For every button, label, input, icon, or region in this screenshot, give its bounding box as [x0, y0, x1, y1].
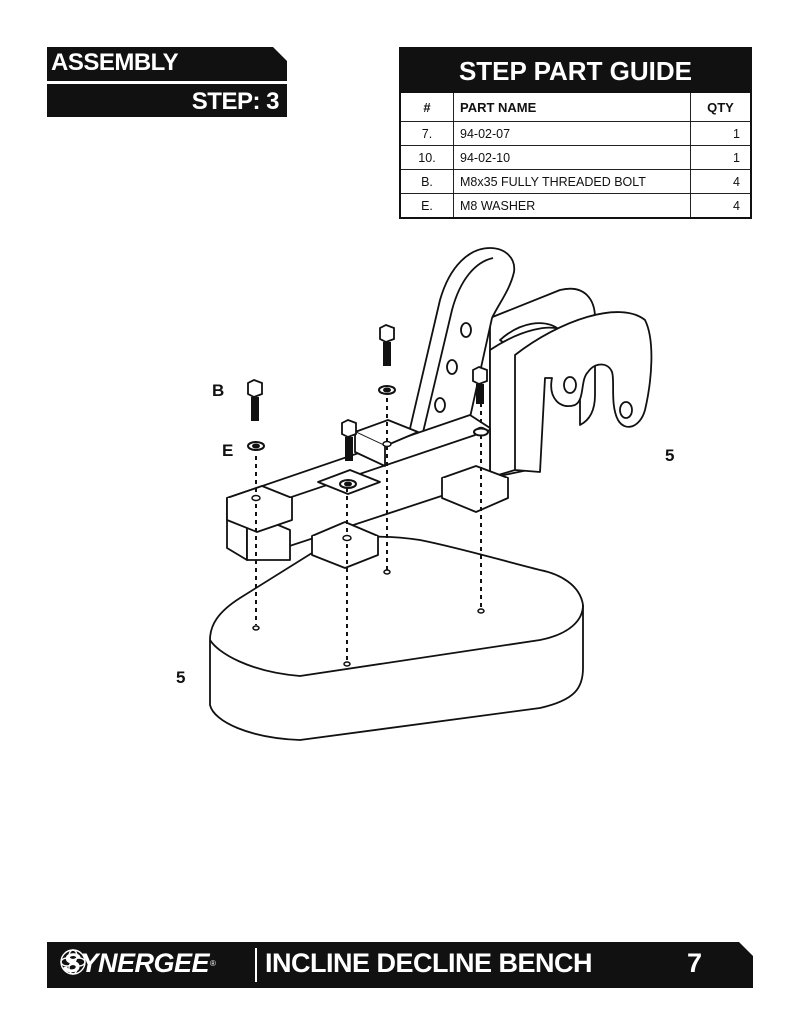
callout-bolt: B — [212, 381, 225, 400]
mounting-tab-right — [441, 465, 509, 513]
hole-markers — [251, 426, 486, 667]
product-name: INCLINE DECLINE BENCH — [265, 948, 593, 978]
flower-logo-icon — [60, 949, 86, 975]
part-number: B. — [401, 169, 454, 194]
washers — [247, 385, 489, 489]
parts-table: # PART NAME QTY 7. 94-02-07 1 10. 94-02-… — [401, 93, 750, 217]
part-name: 94-02-07 — [453, 121, 691, 146]
parts-table-header: # PART NAME QTY — [401, 93, 750, 122]
section-title: ASSEMBLY — [51, 49, 179, 76]
callout-washer: E — [222, 441, 234, 460]
part-name: 94-02-10 — [453, 145, 691, 170]
assembly-header-shape — [47, 47, 287, 117]
step-part-guide: STEP PART GUIDE # PART NAME QTY 7. 94-02… — [399, 47, 752, 219]
part-qty: 4 — [690, 193, 750, 217]
part-qty: 1 — [690, 145, 750, 170]
part-name: M8 WASHER — [453, 193, 691, 217]
part-qty: 4 — [690, 169, 750, 194]
table-row: 10. 94-02-10 1 — [401, 145, 750, 170]
callout-frame-part: 5 — [665, 446, 675, 465]
part-name: M8x35 FULLY THREADED BOLT — [453, 169, 691, 194]
table-row: 7. 94-02-07 1 — [401, 121, 750, 146]
brand-name: SYNERGEE — [63, 948, 210, 978]
brand-logo: SYNERGEE ® — [59, 948, 216, 979]
bolt-center-left — [341, 419, 357, 461]
column-header-part-name: PART NAME — [453, 93, 691, 122]
part-number: 7. — [401, 121, 454, 146]
table-row: B. M8x35 FULLY THREADED BOLT 4 — [401, 169, 750, 194]
page-number: 7 — [687, 948, 703, 978]
callout-seat-part: 5 — [176, 668, 186, 687]
seat-pad — [209, 535, 584, 741]
column-header-number: # — [401, 93, 454, 122]
bolt-b-left — [247, 379, 263, 421]
column-header-qty: QTY — [690, 93, 750, 122]
footer-shape — [47, 942, 753, 988]
bolt-center-rear — [379, 324, 395, 366]
alignment-lines — [255, 398, 482, 660]
table-row: E. M8 WASHER 4 — [401, 193, 750, 217]
assembly-header: ASSEMBLY STEP: 3 — [47, 47, 287, 117]
registered-mark: ® — [210, 959, 216, 968]
hinge-bracket — [487, 287, 653, 479]
step-number: STEP: 3 — [191, 88, 280, 115]
footer-bar: SYNERGEE ® INCLINE DECLINE BENCH 7 — [47, 942, 753, 988]
bolt-right — [472, 366, 488, 404]
guide-title: STEP PART GUIDE — [401, 49, 750, 93]
footer-divider — [255, 948, 257, 982]
